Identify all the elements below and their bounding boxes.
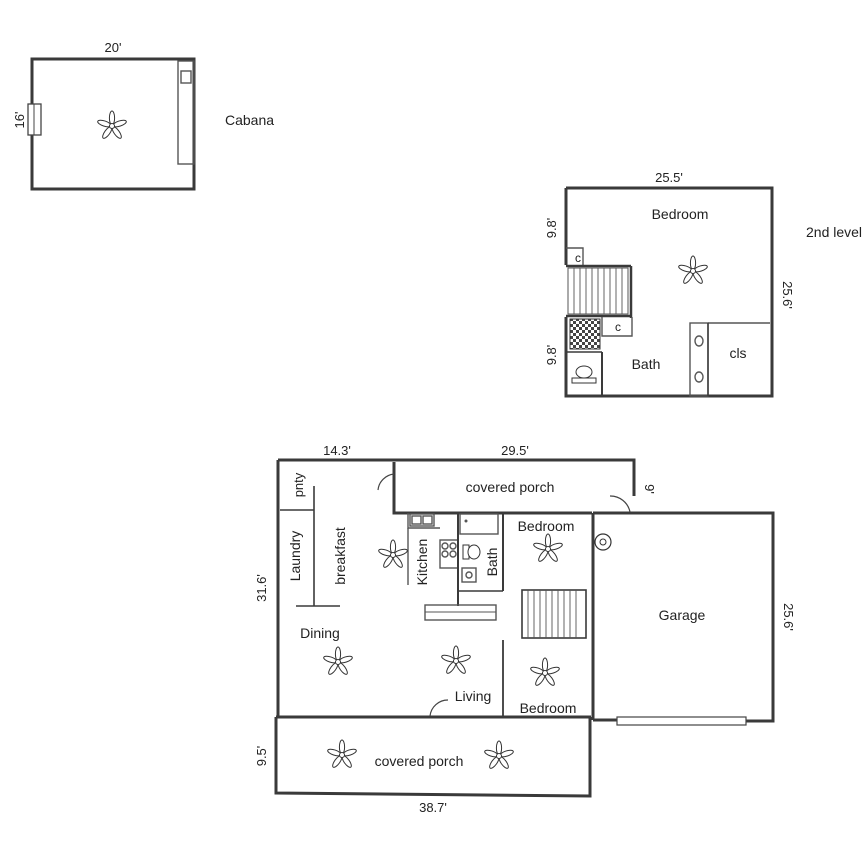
main-width-left-label: 14.3': [323, 443, 351, 458]
second-level-ceiling-fan-icon: [677, 255, 709, 286]
second-level-vanity: [689, 322, 709, 397]
living-door[interactable]: [429, 699, 449, 717]
second-level-bath-label: Bath: [632, 356, 661, 372]
garage-depth-label: 25.6': [781, 603, 796, 631]
bedroom-top-ceiling-fan-icon: [532, 533, 564, 564]
dining-label: Dining: [300, 625, 340, 641]
second-level-title: 2nd level: [806, 224, 862, 240]
porch-depth-label: 9': [642, 484, 657, 494]
porch-door[interactable]: [377, 473, 395, 491]
cabana-ceiling-fan-icon: [96, 110, 128, 141]
living-label: Living: [455, 688, 492, 704]
main-depth-label: 31.6': [254, 574, 269, 602]
cabana-title: Cabana: [225, 112, 274, 128]
kitchen-label: Kitchen: [414, 539, 430, 586]
cabana-width-label: 20': [105, 40, 122, 55]
bedroom-bottom-label: Bedroom: [520, 700, 577, 716]
main-width-right-label: 29.5': [501, 443, 529, 458]
living-ceiling-fan-icon: [440, 645, 472, 676]
dining-ceiling-fan-icon: [322, 646, 354, 677]
garage-door: [616, 716, 747, 726]
second-level-width-label: 25.5': [655, 170, 683, 185]
pantry-label: pnty: [291, 472, 306, 497]
rear-porch-fan-left-icon: [326, 739, 358, 770]
covered-porch-bottom-label: covered porch: [375, 753, 464, 769]
garage-wall: [593, 511, 775, 723]
cabana-plan: 20' 16' Cabana: [12, 40, 274, 191]
bedroom-top-label: Bedroom: [518, 518, 575, 534]
garage-label: Garage: [659, 607, 706, 623]
rear-porch-depth-label: 9.5': [254, 746, 269, 767]
second-level-depth-label: 25.6': [780, 281, 795, 309]
bedroom-bottom-ceiling-fan-icon: [529, 657, 561, 688]
cabana-depth-label: 16': [12, 112, 27, 129]
main-level-stairs: [521, 589, 587, 639]
rear-porch-wall: [274, 717, 592, 798]
garage-entry-door[interactable]: [609, 495, 631, 513]
bottom-width-label: 38.7': [419, 800, 447, 815]
breakfast-label: breakfast: [332, 527, 348, 585]
main-level-wall: [278, 458, 636, 496]
rear-porch-fan-right-icon: [483, 740, 515, 771]
second-level-plan: 25.5' 2nd level 25.6' 9.8' 9.8' Bedroom …: [544, 170, 862, 398]
main-bath-toilet-icon: [462, 544, 481, 560]
second-level-shower: [569, 318, 601, 350]
cabana-sink: [180, 70, 192, 84]
second-level-closet-upper-label: c: [575, 251, 581, 265]
second-level-wall: [564, 186, 774, 398]
kitchen-ceiling-fan-icon: [377, 539, 409, 570]
main-bath-tub: [459, 513, 499, 535]
second-level-closet-label: cls: [729, 345, 746, 361]
water-heater-icon: [594, 533, 612, 551]
second-level-stairs: [567, 267, 629, 315]
cabana-counter: [177, 60, 195, 165]
main-bath-label: Bath: [484, 548, 500, 577]
second-level-bedroom-label: Bedroom: [652, 206, 709, 222]
second-level-toilet-icon: [571, 365, 597, 384]
second-level-upper-height-label: 9.8': [544, 218, 559, 239]
kitchen-sink: [409, 513, 435, 527]
second-level-lower-height-label: 9.8': [544, 345, 559, 366]
covered-porch-top-label: covered porch: [466, 479, 555, 495]
main-level-plan: 14.3' 29.5' 9' 31.6' 25.6' 9.5' 38.7' pn…: [254, 443, 796, 815]
second-level-closet-lower-label: c: [615, 320, 621, 334]
laundry-label: Laundry: [287, 531, 303, 582]
